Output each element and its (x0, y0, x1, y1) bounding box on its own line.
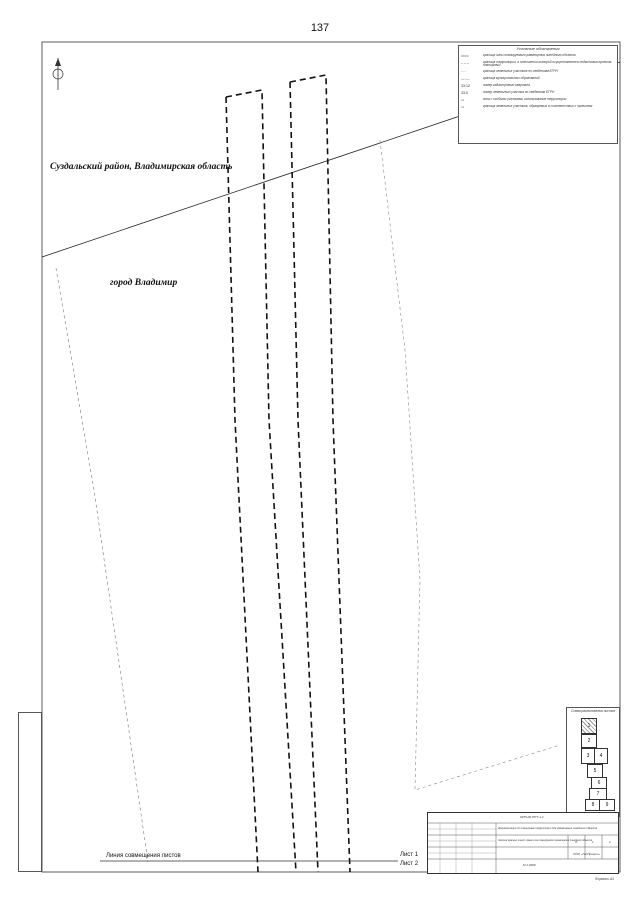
format-note: Формат А3 (594, 877, 614, 881)
legend-text: граница территории, в отношении которой … (483, 59, 612, 68)
join-line-label: Линия совмещения листов (106, 853, 181, 859)
legend-row: 33:12 номер кадастрового квартала (459, 83, 617, 90)
legend-rows: ═══ граница зоны планируемого размещения … (459, 53, 617, 111)
keymap-cell: 4 (594, 748, 608, 764)
tb-drawing: Чертеж красных линий, границ зон планиру… (498, 839, 593, 842)
page-number: 137 (310, 22, 330, 34)
legend-row: – – – граница территории, в отношении кот… (459, 60, 617, 69)
legend-text: номер кадастрового квартала (483, 82, 530, 87)
keymap-cell: 8 (585, 799, 601, 811)
linear-object-zone-1-edge (225, 96, 259, 873)
keymap-cell: 1 (581, 718, 597, 734)
legend-row: 33:0 номер земельного участка по сведения… (459, 90, 617, 97)
tb-sheets: 2 (609, 840, 611, 844)
legend-row: —·— граница муниципальных образований (459, 76, 617, 83)
tb-scale: М 1:2000 (523, 863, 536, 867)
city-label-vladimir: город Владимир (110, 278, 178, 288)
legend-symbol: ▭ (461, 104, 465, 109)
legend-symbol: ▭ (461, 97, 465, 102)
legend-symbol: – – – (461, 60, 469, 65)
legend-symbol: 33:0 (461, 90, 468, 95)
keymap-title: Схема расположения листов (571, 709, 615, 713)
keymap-cell: 3 (581, 748, 595, 764)
legend-text: номер земельного участка по сведениям ЕГ… (483, 89, 555, 94)
legend-text: граница земельных участков по сведениям … (483, 68, 558, 73)
legend-symbol: —·— (461, 76, 470, 81)
linear-object-zone-2-edge (289, 81, 319, 873)
region-label-suzdal: Суздальский район, Владимирская область (50, 162, 233, 172)
legend-row: ▭ зона с особыми условиями использования … (459, 97, 617, 104)
tb-code: 0155-00-ППТ-1.2 (520, 815, 544, 819)
keymap-cell: 2 (581, 734, 597, 748)
legend-row: ═══ граница зоны планируемого размещения … (459, 53, 617, 60)
legend-text: граница земельных участков, образуемых в… (483, 103, 593, 108)
legend-title: Условные обозначения (516, 46, 560, 51)
linear-object-zone-2 (289, 74, 351, 873)
legend-row: ▭ граница земельных участков, образуемых … (459, 104, 617, 111)
legend-symbol: ═══ (461, 53, 469, 58)
legend-symbol: ···· (461, 69, 466, 74)
legend-text: зона с особыми условиями использования т… (483, 96, 567, 101)
legend-panel: Условные обозначения ═══ граница зоны пла… (458, 45, 618, 144)
legend-row: ···· граница земельных участков по сведен… (459, 69, 617, 76)
legend-text: граница муниципальных образований (483, 75, 540, 80)
tb-project: Документация по планировке территории дл… (498, 827, 598, 830)
legend-text: граница зоны планируемого размещения лин… (483, 52, 576, 57)
tb-stage: П (575, 840, 578, 844)
tb-sheet: 1 (592, 840, 594, 844)
sheet1-label: Лист 1 (400, 852, 419, 858)
north-arrow-icon (52, 58, 64, 90)
sheet-frame (41, 41, 621, 873)
legend-symbol: 33:12 (461, 83, 470, 88)
side-stamp (18, 712, 42, 872)
keymap-cell: 9 (599, 799, 615, 811)
title-block-grid (428, 822, 618, 873)
title-block: 0155-00-ППТ-1.2 Документация по планиров… (427, 812, 619, 874)
land-boundary-left (55, 267, 149, 863)
linear-object-zone-1 (225, 89, 297, 873)
tb-org: ООО «ГеоПроект» (573, 852, 601, 856)
sheet2-label: Лист 2 (400, 861, 419, 867)
land-boundary-right (379, 139, 561, 791)
keymap-cell: 5 (587, 764, 603, 778)
